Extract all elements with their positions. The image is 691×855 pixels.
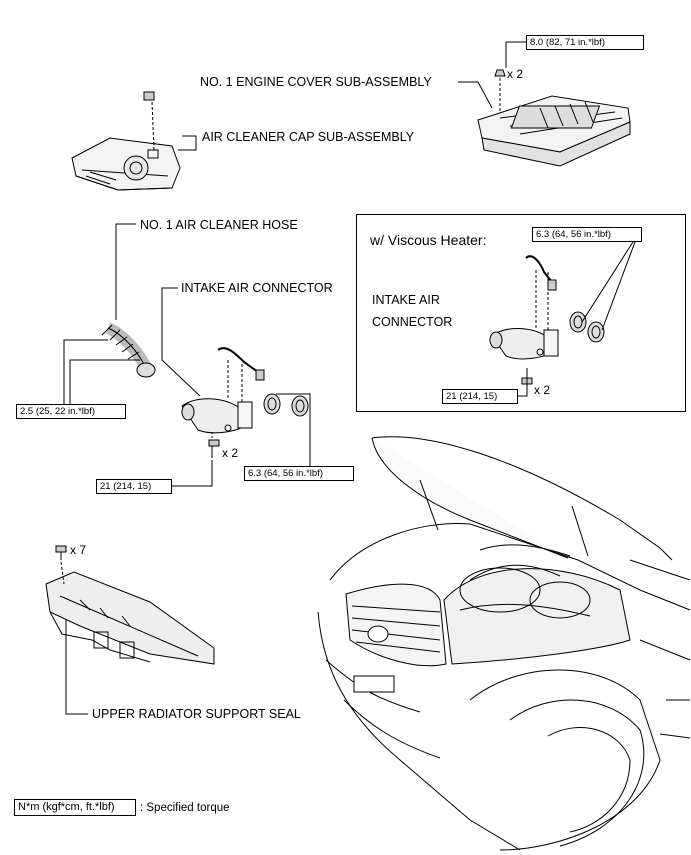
inset-clamp-torque: 6.3 (64, 56 in.*lbf): [532, 227, 642, 242]
legend-unit-box: N*m (kgf*cm, ft.*lbf): [14, 799, 136, 816]
inset-title: w/ Viscous Heater:: [370, 232, 487, 248]
air-cleaner-cap-label: AIR CLEANER CAP SUB-ASSEMBLY: [202, 130, 415, 144]
seal-clip-illustration: [56, 546, 66, 584]
vehicle-illustration: [318, 437, 690, 850]
inset-bolt-torque: 21 (214, 15): [442, 389, 518, 404]
engine-cover-illustration: [478, 96, 630, 166]
upper-radiator-support-seal-illustration: [46, 572, 214, 664]
intake-air-connector-illustration: [182, 348, 308, 433]
air-cleaner-hose-illustration: [102, 325, 155, 377]
upper-radiator-support-seal-label: UPPER RADIATOR SUPPORT SEAL: [92, 707, 301, 721]
air-cleaner-sensor-connector: [144, 92, 154, 100]
air-cleaner-cap-illustration: [72, 138, 180, 190]
connector-bolt-torque: 21 (214, 15): [96, 479, 172, 494]
engine-cover-nut-illustration: [495, 42, 526, 112]
connector-bolt-quantity: x 2: [222, 446, 239, 460]
air-cleaner-hose-label: NO. 1 AIR CLEANER HOSE: [140, 218, 298, 232]
inset-bolt-quantity: x 2: [534, 383, 551, 397]
viscous-heater-inset-frame: [356, 214, 686, 412]
intake-air-connector-label: INTAKE AIR CONNECTOR: [181, 281, 333, 295]
inset-intake-air-connector-label-line2: CONNECTOR: [372, 315, 453, 329]
connector-clamp-torque: 6.3 (64, 56 in.*lbf): [244, 466, 354, 481]
engine-cover-label: NO. 1 ENGINE COVER SUB-ASSEMBLY: [200, 75, 432, 89]
inset-intake-air-connector-label-line1: INTAKE AIR: [372, 293, 440, 307]
seal-clip-quantity: x 7: [70, 543, 87, 557]
hose-clamp-torque: 2.5 (25, 22 in.*lbf): [16, 404, 126, 419]
engine-cover-nut-quantity: x 2: [507, 67, 524, 81]
engine-cover-nut-torque: 8.0 (82, 71 in.*lbf): [526, 35, 644, 50]
legend-description: : Specified torque: [140, 802, 230, 814]
